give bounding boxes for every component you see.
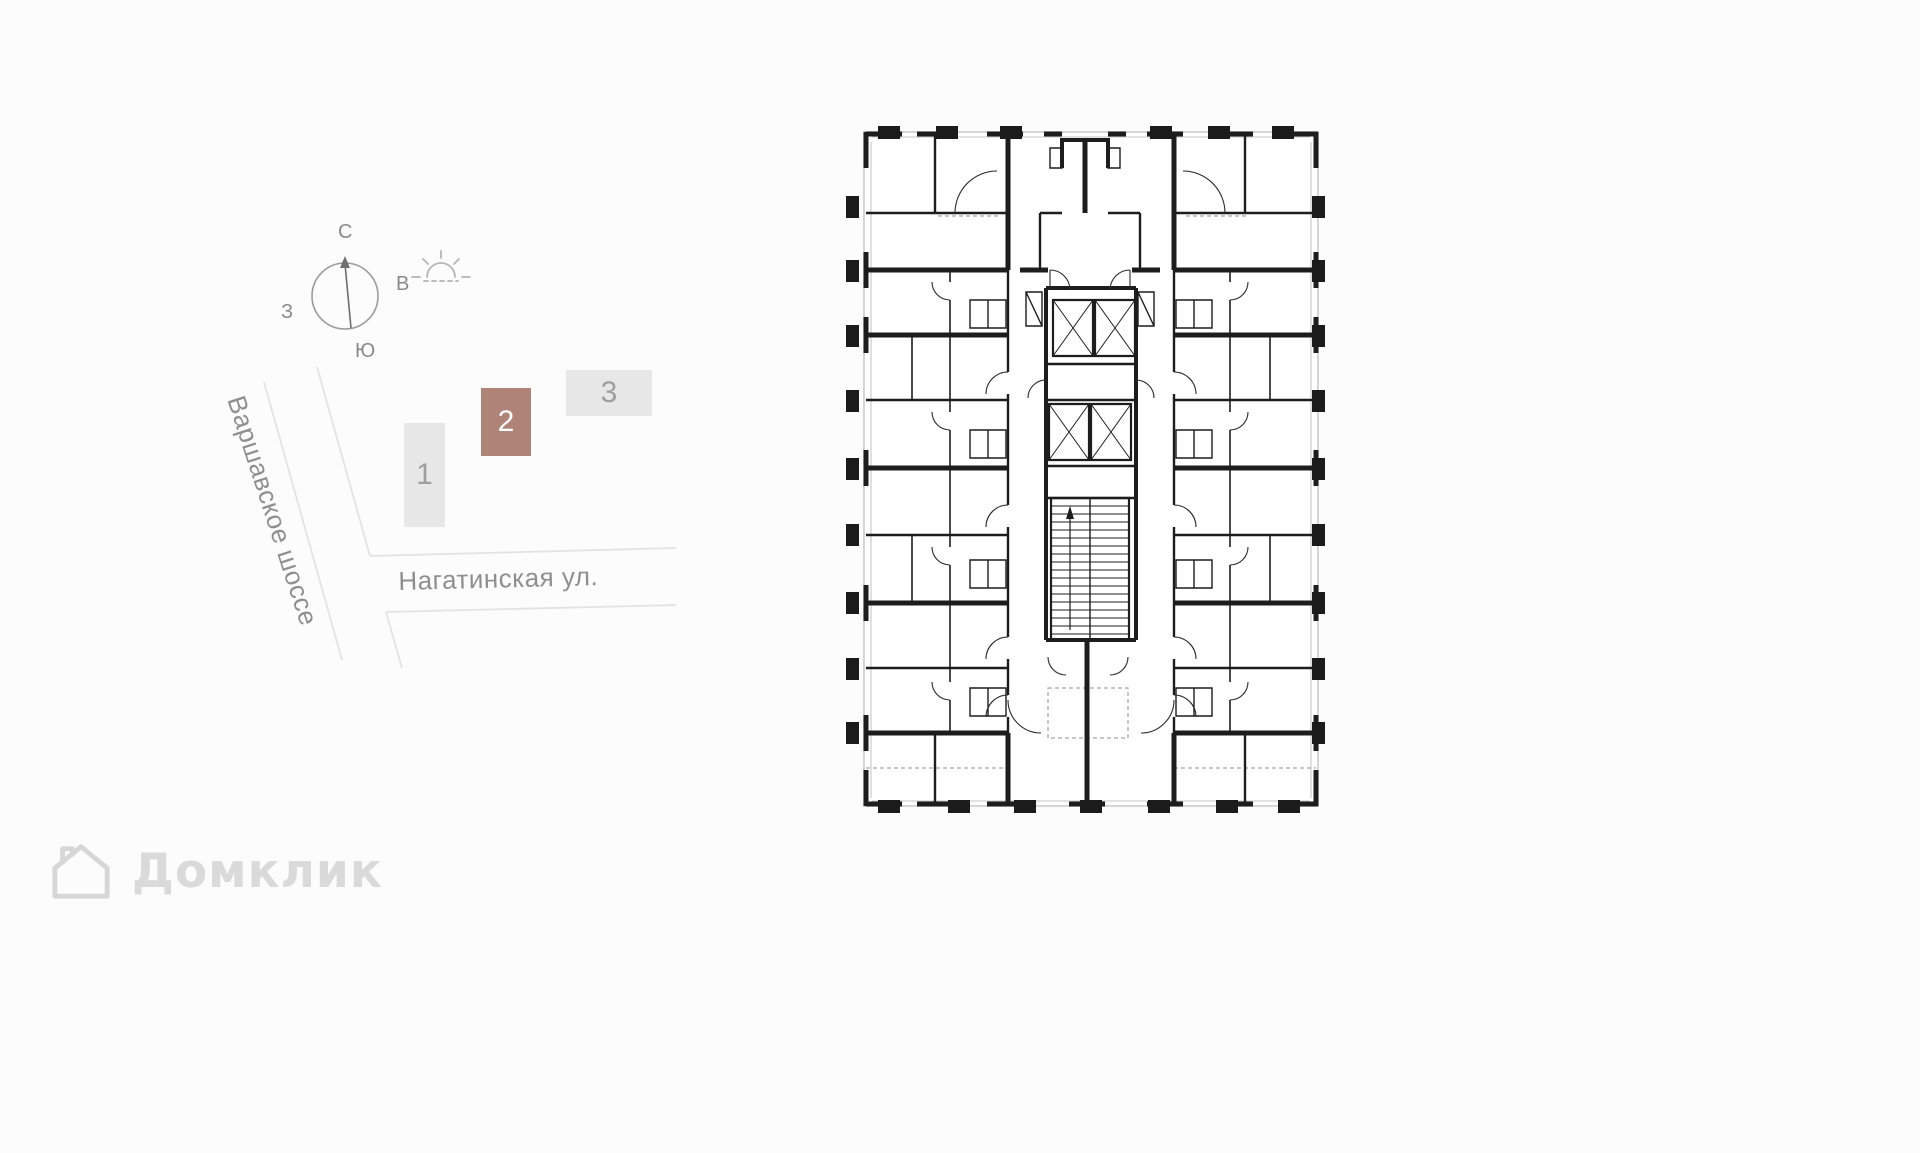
compass-west-label: З (281, 301, 294, 323)
building-1-number: 1 (416, 458, 433, 491)
compass-north-label: С (338, 221, 353, 243)
minimap-building-3[interactable]: 3 (566, 370, 652, 416)
street-label-nagatinskaya: Нагатинская ул. (398, 561, 599, 596)
minimap-building-1[interactable]: 1 (404, 423, 445, 527)
building-3-number: 3 (600, 376, 618, 409)
watermark-house-icon (52, 844, 110, 899)
minimap-building-2-selected[interactable]: 2 (481, 388, 531, 456)
floor-plan-walls-medium (866, 132, 1316, 806)
floor-plan-dashed-lines (866, 215, 1316, 769)
compass-south-label: Ю (355, 340, 376, 362)
watermark: Домклик (50, 840, 383, 902)
building-2-number: 2 (497, 405, 515, 438)
core-walls (1044, 138, 1138, 642)
elevator-cross-marks (1048, 299, 1136, 461)
watermark-text: Домклик (132, 843, 383, 899)
door-swing-arcs (931, 170, 1249, 734)
minimap-roads (263, 366, 677, 669)
floor-plan-partitions (911, 270, 1271, 733)
floor-plan[interactable] (846, 126, 1325, 813)
compass-east-label: В (396, 273, 410, 295)
stair-direction-arrow (1066, 506, 1074, 630)
sunrise-icon (411, 250, 471, 282)
stair-treads (1051, 505, 1129, 635)
compass-icon (311, 256, 379, 330)
